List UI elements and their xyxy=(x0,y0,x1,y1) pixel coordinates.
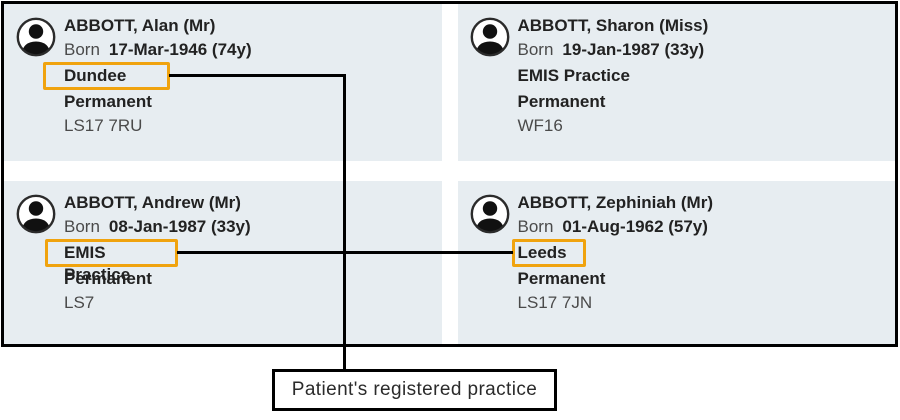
patient-born-row: Born 19-Jan-1987 (33y) xyxy=(518,38,709,62)
born-label: Born xyxy=(517,40,554,59)
person-icon xyxy=(470,194,509,234)
practice-row: EMIS Practice xyxy=(45,239,251,284)
patient-card[interactable]: ABBOTT, Sharon (Miss) Born 19-Jan-1987 (3… xyxy=(457,4,895,161)
connector-line-dundee-horizontal xyxy=(169,74,346,77)
practice-name: EMIS Practice xyxy=(517,66,630,85)
patient-card[interactable]: ABBOTT, Andrew (Mr) Born 08-Jan-1987 (33y… xyxy=(4,181,442,344)
postcode: LS7 xyxy=(64,293,95,312)
patient-name: ABBOTT, Alan (Mr) xyxy=(64,16,216,35)
patient-card[interactable]: ABBOTT, Zephiniah (Mr) Born 01-Aug-1962 (… xyxy=(457,181,895,344)
postcode: LS17 7RU xyxy=(64,116,143,135)
patient-name: ABBOTT, Sharon (Miss) xyxy=(517,16,709,35)
annotation-label-box: Patient's registered practice xyxy=(272,369,557,411)
registration-type: Permanent xyxy=(64,269,152,288)
patient-info: ABBOTT, Sharon (Miss) Born 19-Jan-1987 (3… xyxy=(518,14,709,138)
registration-type: Permanent xyxy=(64,92,152,111)
practice-name-highlight-box: Dundee xyxy=(43,62,170,90)
patient-born-row: Born 08-Jan-1987 (33y) xyxy=(64,215,251,239)
practice-name-highlight-box: Leeds xyxy=(511,239,586,267)
practice-row: EMIS Practice xyxy=(518,62,709,90)
connector-line-vertical xyxy=(343,74,346,370)
patient-born-row: Born 01-Aug-1962 (57y) xyxy=(518,215,713,239)
person-icon xyxy=(16,194,56,234)
patient-born-row: Born 17-Mar-1946 (74y) xyxy=(64,38,252,62)
patient-info: ABBOTT, Zephiniah (Mr) Born 01-Aug-1962 (… xyxy=(511,191,713,315)
connector-line-emis-to-leeds xyxy=(177,251,513,254)
born-value: 17-Mar-1946 (74y) xyxy=(108,40,252,59)
born-label: Born xyxy=(64,40,100,59)
practice-row: Dundee xyxy=(43,62,252,90)
patient-info: ABBOTT, Andrew (Mr) Born 08-Jan-1987 (33y… xyxy=(45,191,251,315)
patient-name: ABBOTT, Zephiniah (Mr) xyxy=(517,193,713,212)
registration-type: Permanent xyxy=(517,269,606,288)
born-value: 19-Jan-1987 (33y) xyxy=(562,40,705,59)
postcode: WF16 xyxy=(517,116,563,135)
practice-name-highlight-box: EMIS Practice xyxy=(45,239,178,284)
patient-name: ABBOTT, Andrew (Mr) xyxy=(64,193,241,212)
annotation-label: Patient's registered practice xyxy=(291,379,538,400)
born-value: 08-Jan-1987 (33y) xyxy=(108,217,251,236)
postcode: LS17 7JN xyxy=(517,293,593,312)
person-icon xyxy=(16,17,56,57)
practice-row: Leeds xyxy=(511,239,713,267)
registration-type: Permanent xyxy=(517,92,606,111)
person-icon xyxy=(470,17,509,57)
born-label: Born xyxy=(517,217,554,236)
born-value: 01-Aug-1962 (57y) xyxy=(562,217,708,236)
born-label: Born xyxy=(64,217,100,236)
